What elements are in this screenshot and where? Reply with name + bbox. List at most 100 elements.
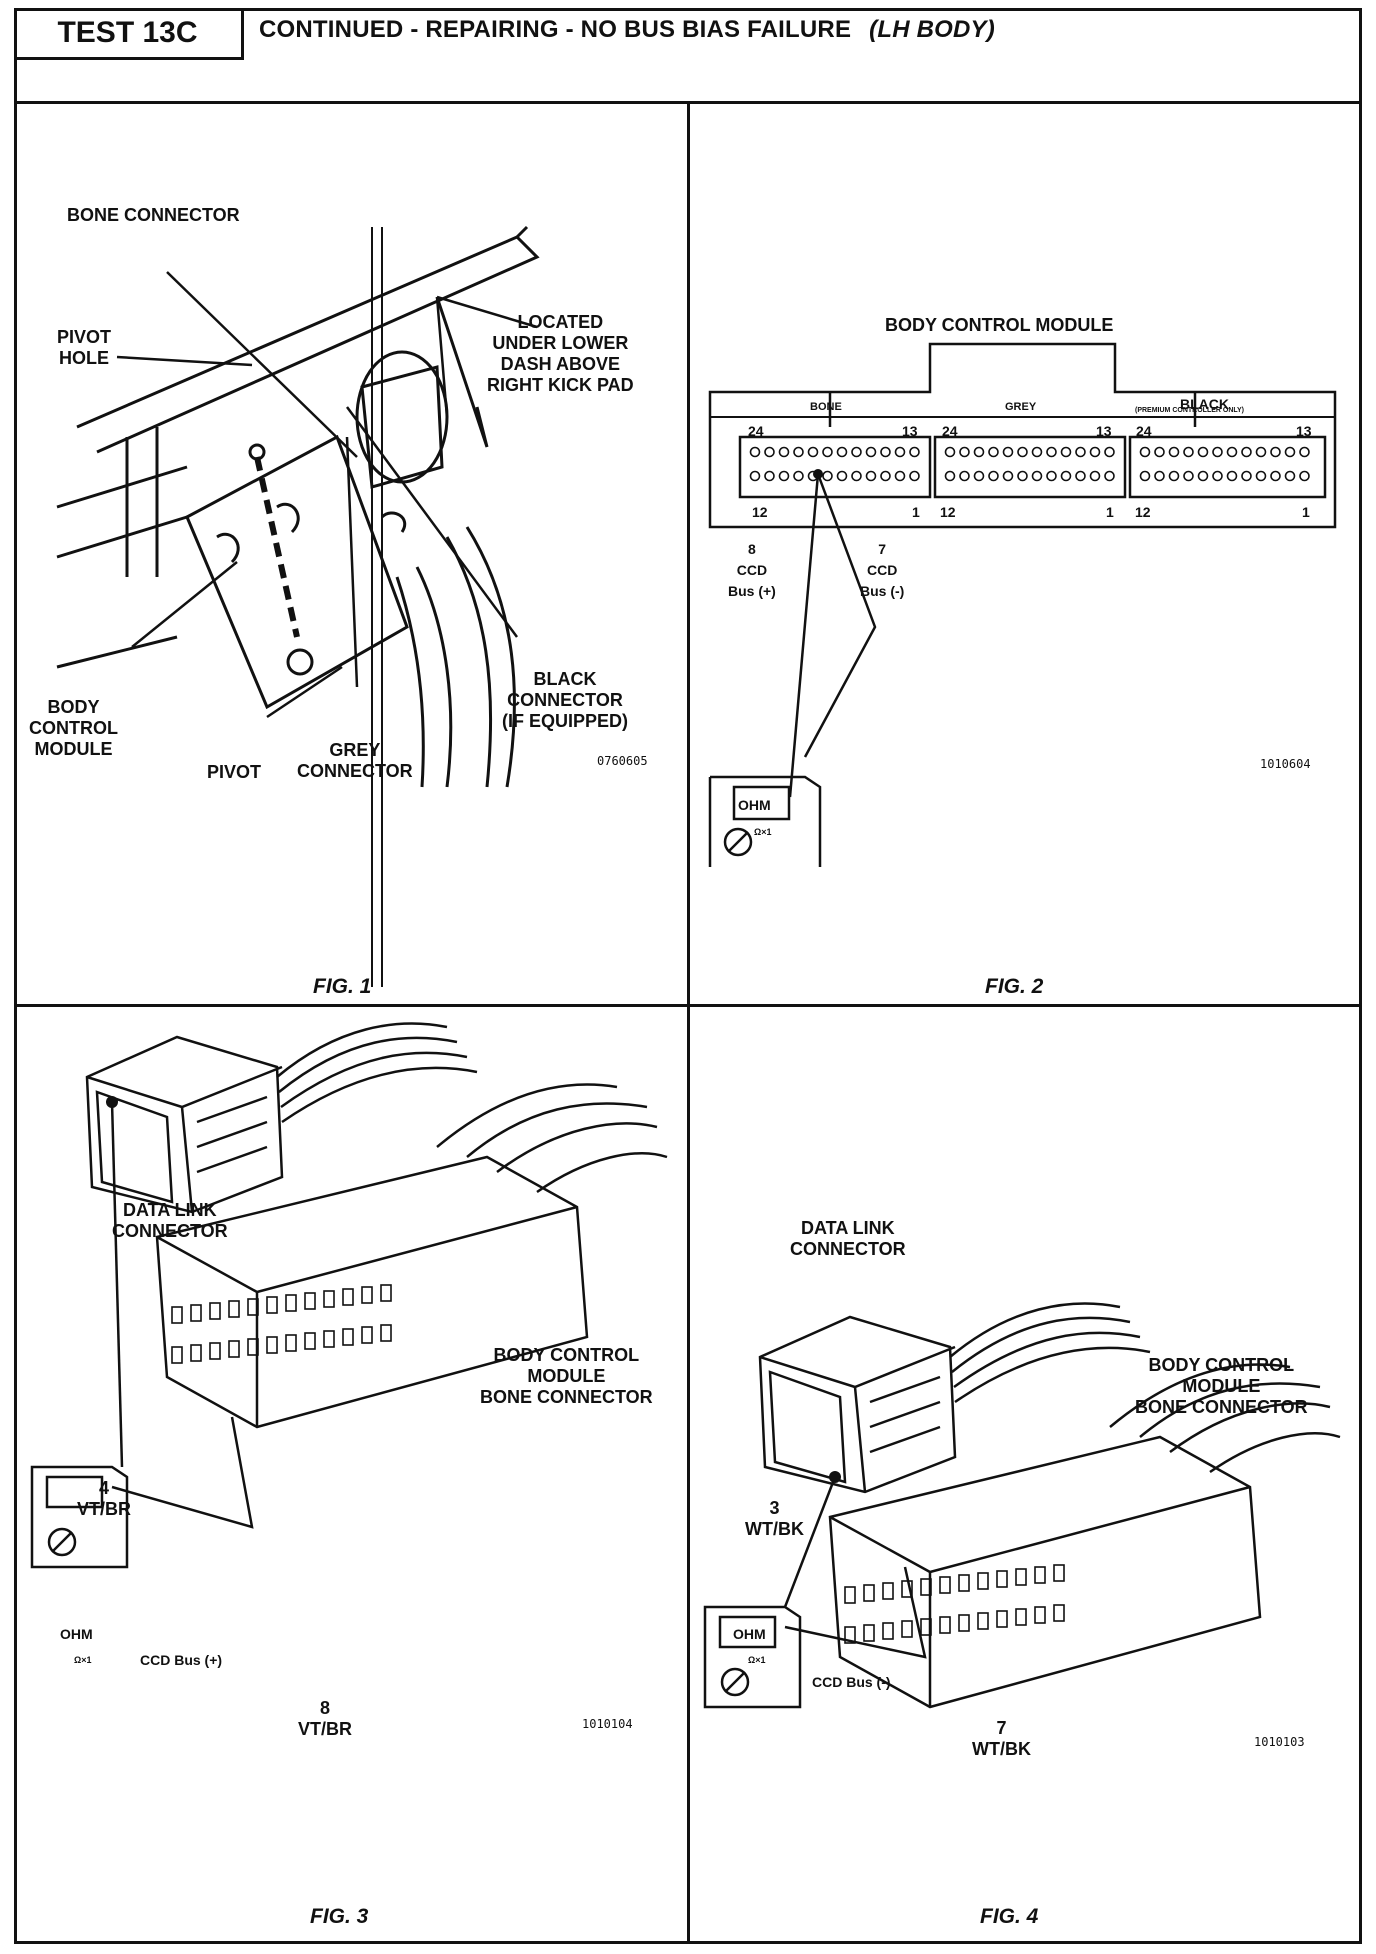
figure-2-panel: BODY CONTROL MODULE BONE GREY BLACK (PRE… [690,107,1362,1004]
page-title: CONTINUED - REPAIRING - NO BUS BIAS FAIL… [259,16,995,44]
label-located: LOCATED UNDER LOWER DASH ABOVE RIGHT KIC… [487,312,634,395]
pin-hole [894,446,906,458]
grey-pin-24: 24 [942,423,958,439]
pin-hole [822,470,833,482]
pin-hole [764,470,775,482]
panel-divider-horizontal [14,1004,1362,1007]
grey-pin-13: 13 [1096,423,1112,439]
meter-ohm-label: OHM [738,797,771,813]
fig4-label-bcm-bone-connector: BODY CONTROL MODULE BONE CONNECTOR [1135,1355,1308,1417]
pin-hole [944,470,956,482]
pin-hole [959,470,970,482]
pin-hole [1284,446,1296,458]
pin-hole [1046,446,1057,458]
terminal-slot [1053,1604,1065,1622]
terminal-slot [920,1578,932,1596]
pin-hole [1089,470,1101,482]
pin-hole [1212,470,1223,482]
pin-hole [836,446,848,458]
terminal-slot [323,1290,335,1308]
figure-4-code: 1010103 [1254,1735,1305,1749]
terminal-slot [228,1340,240,1358]
pin-hole [1104,470,1115,482]
fig4-meter-ohm: OHM [733,1626,766,1642]
pin-hole [959,446,970,458]
pin-hole [807,446,819,458]
terminal-slot [882,1582,894,1600]
pin-hole [1270,470,1281,482]
pin-hole [822,446,833,458]
terminal-slot [361,1286,373,1304]
terminal-slot [958,1614,970,1632]
pin-hole [909,470,920,482]
pin-hole [1154,470,1165,482]
pin-hole [1197,470,1209,482]
connector-black-note: (PREMIUM CONTROLLER ONLY) [1135,407,1245,414]
fig4-meter-scale: Ω×1 [748,1655,766,1665]
terminal-slot [920,1618,932,1636]
probe-ccd-bus-minus: 7 CCD Bus (-) [860,541,905,599]
pin-hole [764,446,775,458]
terminal-slot [863,1584,875,1602]
pin-hole [1270,446,1281,458]
terminal-slot [996,1570,1008,1588]
pin-hole [749,470,761,482]
terminal-slot [958,1574,970,1592]
pin-hole [749,446,761,458]
terminal-slot [939,1576,951,1594]
title-text: CONTINUED - REPAIRING - NO BUS BIAS FAIL… [259,16,852,43]
pin-hole [1241,446,1252,458]
black-pin-13: 13 [1296,423,1312,439]
figure-4-caption: FIG. 4 [980,1905,1039,1928]
terminal-slot [1015,1568,1027,1586]
fig3-label-bcm-bone-connector: BODY CONTROL MODULE BONE CONNECTOR [480,1345,653,1407]
pin-hole [1002,446,1014,458]
terminal-slot [996,1610,1008,1628]
fig4-label-pin-7: 7 WT/BK [972,1718,1031,1759]
figure-1-drawing [56,225,540,987]
terminal-slot [1034,1606,1046,1624]
terminal-slot [285,1294,297,1312]
figure-1-panel: BONE CONNECTOR PIVOT HOLE LOCATED UNDER … [17,107,687,1004]
pin-hole [1089,446,1101,458]
terminal-slot [977,1572,989,1590]
header: TEST 13C CONTINUED - REPAIRING - NO BUS … [14,8,1362,104]
pin-hole [851,446,862,458]
bone-pin-12: 12 [752,504,768,520]
terminal-slot [844,1586,856,1604]
pin-hole [836,470,848,482]
terminal-slot [1034,1566,1046,1584]
fig4-label-pin-3: 3 WT/BK [745,1498,804,1539]
fig4-label-ccd-bus: CCD Bus (-) [812,1674,891,1690]
terminal-slot [266,1336,278,1354]
fig3-label-data-link-connector: DATA LINK CONNECTOR [112,1200,228,1241]
label-pivot-hole: PIVOT HOLE [57,327,112,368]
pin-hole [1104,446,1115,458]
pin-hole [1017,446,1028,458]
pin-hole [1255,446,1267,458]
figure-4-panel [690,1007,1362,1944]
label-body-control-module: BODY CONTROL MODULE [29,697,118,759]
pin-hole [1060,470,1072,482]
grey-pin-1: 1 [1106,504,1114,520]
pin-hole [1241,470,1252,482]
terminal-slot [380,1324,392,1342]
pin-hole [793,470,804,482]
terminal-slot [863,1624,875,1642]
pin-hole [973,446,985,458]
bone-pin-24: 24 [748,423,764,439]
pin-hole [1046,470,1057,482]
bone-pin-1: 1 [912,504,920,520]
figure-3-caption: FIG. 3 [310,1905,369,1928]
test-id: TEST 13C [14,8,244,60]
pin-hole [851,470,862,482]
pin-hole [880,446,891,458]
terminal-slot [171,1346,183,1364]
pin-hole [1139,446,1151,458]
pin-hole [909,446,920,458]
figure-3-code: 1010104 [582,1717,633,1731]
figure-2-caption: FIG. 2 [985,975,1044,998]
bone-connector-pins [171,1284,392,1364]
pin-hole [944,446,956,458]
pin-hole [1154,446,1165,458]
